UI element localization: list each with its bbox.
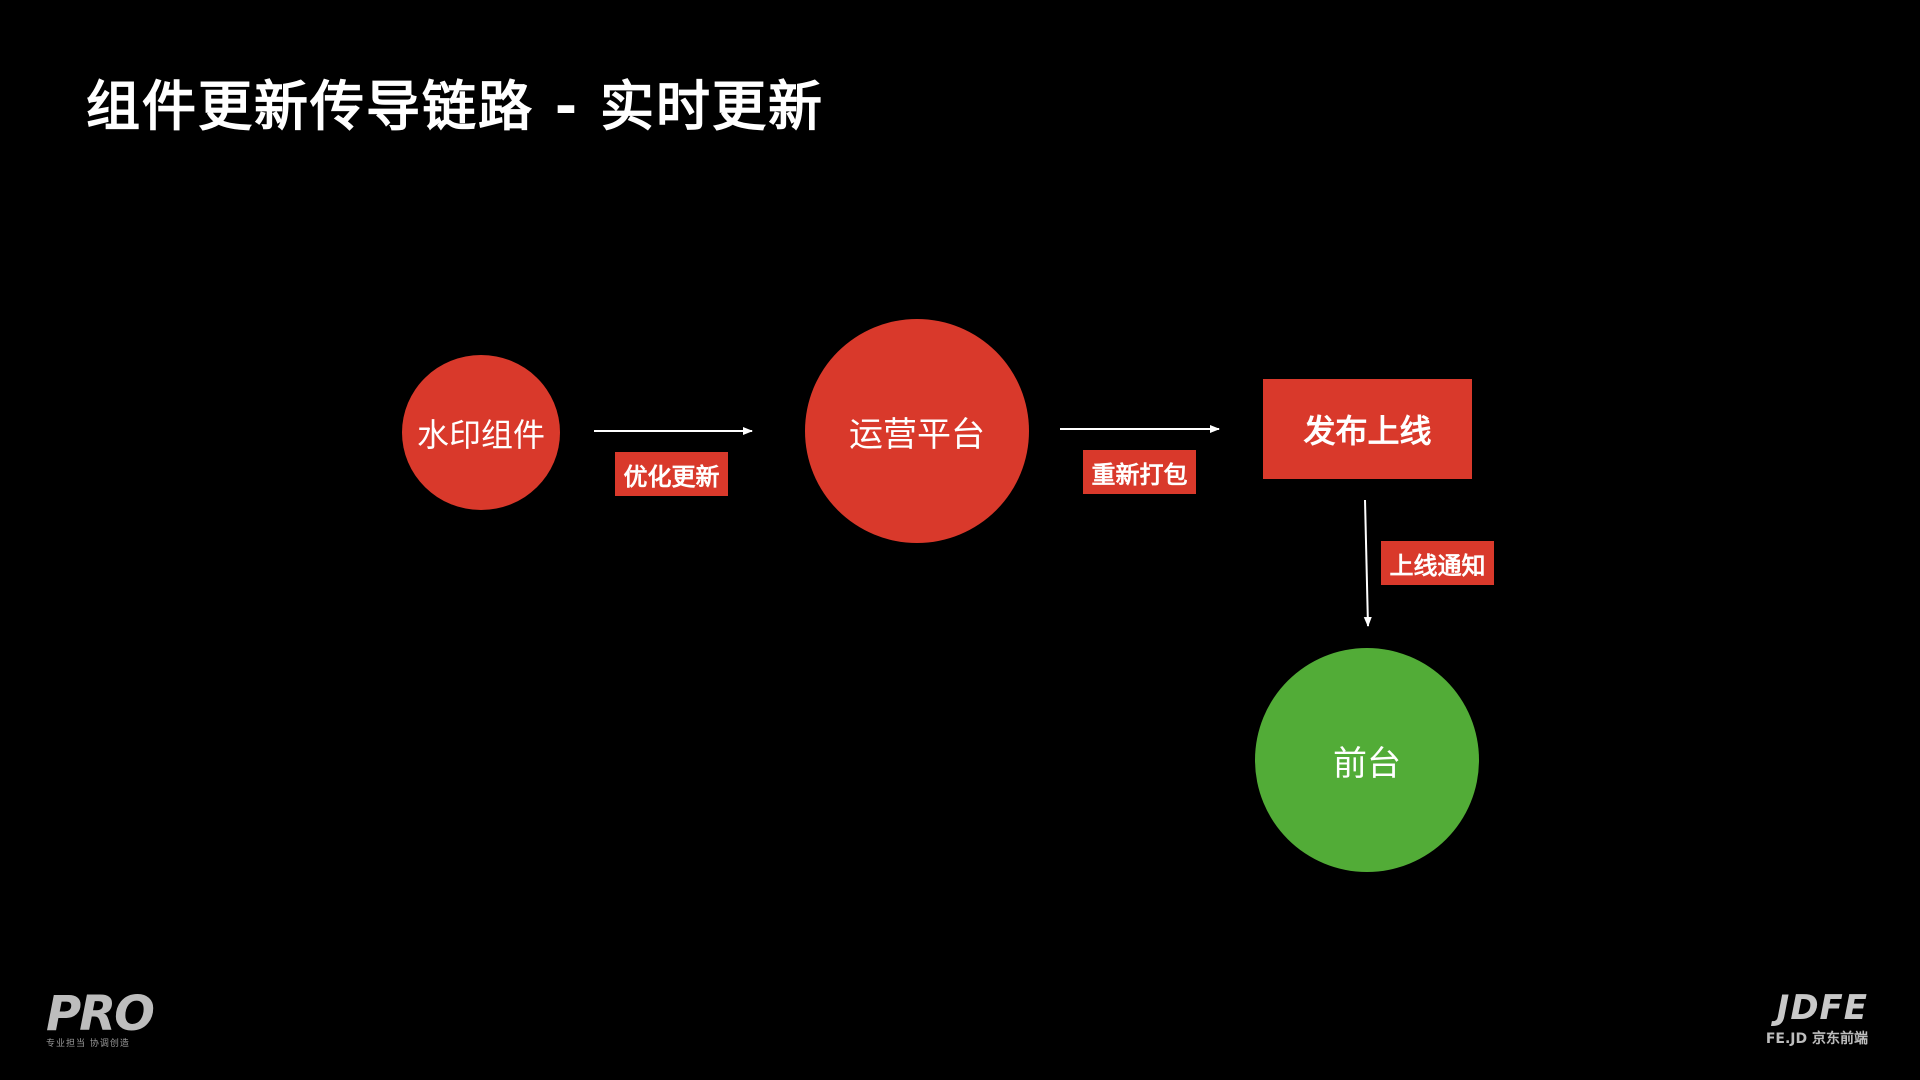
node-frontend-label: 前台 bbox=[1333, 743, 1401, 784]
node-watermark-label: 水印组件 bbox=[416, 415, 545, 454]
edge-label-notify: 上线通知 bbox=[1381, 541, 1494, 585]
node-publish-label: 发布上线 bbox=[1303, 412, 1432, 450]
arrow-publish-to-frontend bbox=[1363, 499, 1372, 627]
jdfe-logo: JDFE FE.JD 京东前端 bbox=[1726, 988, 1868, 1047]
pro-logo-text: PRO bbox=[46, 986, 155, 1042]
jdfe-logo-text: JDFE bbox=[1776, 988, 1868, 1028]
node-publish: 发布上线 bbox=[1263, 379, 1472, 479]
edge-label-optimize: 优化更新 bbox=[615, 452, 728, 496]
page-title: 组件更新传导链路 - 实时更新 bbox=[86, 75, 825, 138]
node-ops-platform: 运营平台 bbox=[805, 319, 1029, 543]
pro-logo-tagline: 专业担当 协调创造 bbox=[46, 1039, 130, 1049]
node-frontend: 前台 bbox=[1255, 648, 1479, 872]
pro-logo: PRO 专业担当 协调创造 bbox=[46, 986, 155, 1049]
jdfe-logo-caption: FE.JD 京东前端 bbox=[1765, 1031, 1868, 1047]
node-watermark-component: 水印组件 bbox=[402, 355, 560, 510]
node-ops-platform-label: 运营平台 bbox=[849, 414, 985, 455]
edge-label-repack: 重新打包 bbox=[1083, 450, 1196, 494]
